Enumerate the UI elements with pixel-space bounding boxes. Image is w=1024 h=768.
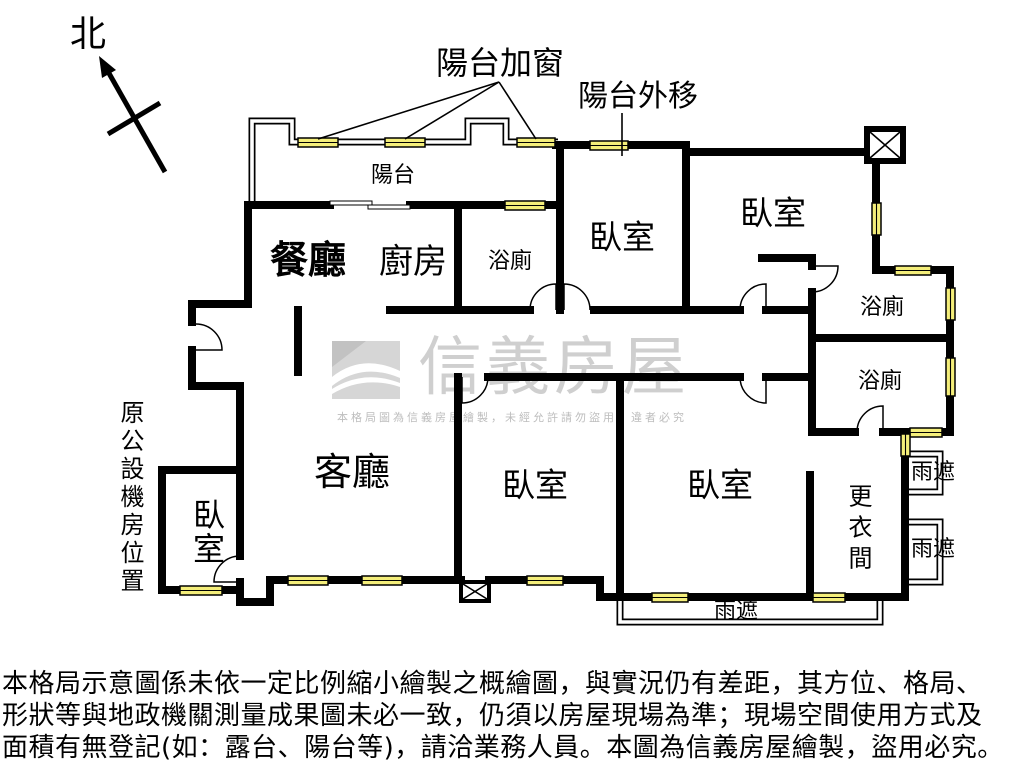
disclaimer: 本格局示意圖係未依一定比例縮小繪製之概繪圖，與實況仍有差距，其方位、格局、 形狀… [2,668,1022,764]
balcony-outline [248,117,558,205]
room-label-dressing: 更衣間 [844,483,872,577]
door-bedroom-north-middle [563,283,591,311]
rain-canopy-south [616,598,884,626]
door-bath-east-upper [811,265,839,293]
watermark-notice: 本格局圖為信義房屋繪製，未經允許請勿盜用，違者必究 [337,411,687,424]
room-label-bedroom-north-middle: 臥室 [589,217,655,257]
window [361,575,403,586]
annotation-leaders [317,81,623,156]
xinyi-logo-icon [332,341,400,399]
window [526,575,564,586]
floor-plan: 信義房屋 本格局圖為信義房屋繪製，未經允許請勿盜用，違者必究 [69,14,956,626]
shaft-north-east [864,126,906,164]
wall-dining-west [188,201,252,326]
door-bedroom-south-east [739,376,767,404]
disclaimer-line: 面積有無登記(如：露台、陽台等)，請洽業務人員。本圖為信義房屋繪製，盜用必究。 [2,733,1004,763]
window [909,427,943,438]
window [516,137,556,148]
window [812,592,846,603]
room-label-dining: 餐廳 [269,238,347,282]
wall-south-east [485,428,909,601]
window [945,287,956,321]
doors [195,265,884,583]
annotation-balcony-moved-out: 陽台外移 [578,79,698,114]
room-label-bedroom-north-east: 臥室 [740,193,806,233]
floor-plan-drawing [99,56,956,626]
canopy-label-east-upper: 雨遮 [910,460,956,485]
door-bath-east-lower [856,405,884,433]
window [179,585,223,596]
north-label: 北 [69,14,107,55]
window [504,200,546,211]
window [287,575,329,586]
door-bedroom-west-small [213,555,241,583]
shaft-south [459,580,491,603]
walls [158,141,954,606]
disclaimer-line: 本格局示意圖係未依一定比例縮小繪製之概繪圖，與實況仍有差距，其方位、格局、 [2,669,983,699]
window [871,202,882,236]
rain-canopy-east-lower [905,518,944,586]
door-bedroom-north-east [739,283,767,311]
sliding-door [329,200,411,210]
disclaimer-line: 形狀等與地政機關測量成果圖未必一致，仍須以房屋現場為準；現場空間使用方式及 [2,701,983,731]
windows [179,137,956,603]
door-bath-north [529,283,557,311]
window [945,357,956,397]
canopy-label-south: 雨遮 [713,599,759,624]
room-label-kitchen: 廚房 [379,242,447,282]
window [384,137,426,148]
rain-canopy-east-upper [905,450,944,496]
window [297,137,339,148]
north-arrow-icon [99,56,168,174]
room-label-bedroom-south-east: 臥室 [687,465,753,505]
room-label-living: 客廳 [313,450,391,494]
wall-south-west [236,576,465,606]
door-bedroom-south-middle [461,376,489,404]
room-label-bedroom-south-middle: 臥室 [502,465,568,505]
door-entry [195,323,223,351]
room-label-balcony: 陽台 [370,163,416,188]
window [651,592,689,603]
room-label-bath-east-lower: 浴廁 [857,369,903,394]
room-label-bath-north: 浴廁 [487,249,533,274]
window [894,265,932,276]
canopy-label-east-lower: 雨遮 [910,537,956,562]
window [900,433,911,457]
room-label-bedroom-west-small: 臥室 [188,498,226,566]
annotation-balcony-windows: 陽台加窗 [435,44,565,82]
wall-bedroom-north-east-south [758,254,816,270]
room-label-bath-east-upper: 浴廁 [859,295,905,320]
annotation-original-machine-room: 原公設機房位置 [116,400,144,596]
